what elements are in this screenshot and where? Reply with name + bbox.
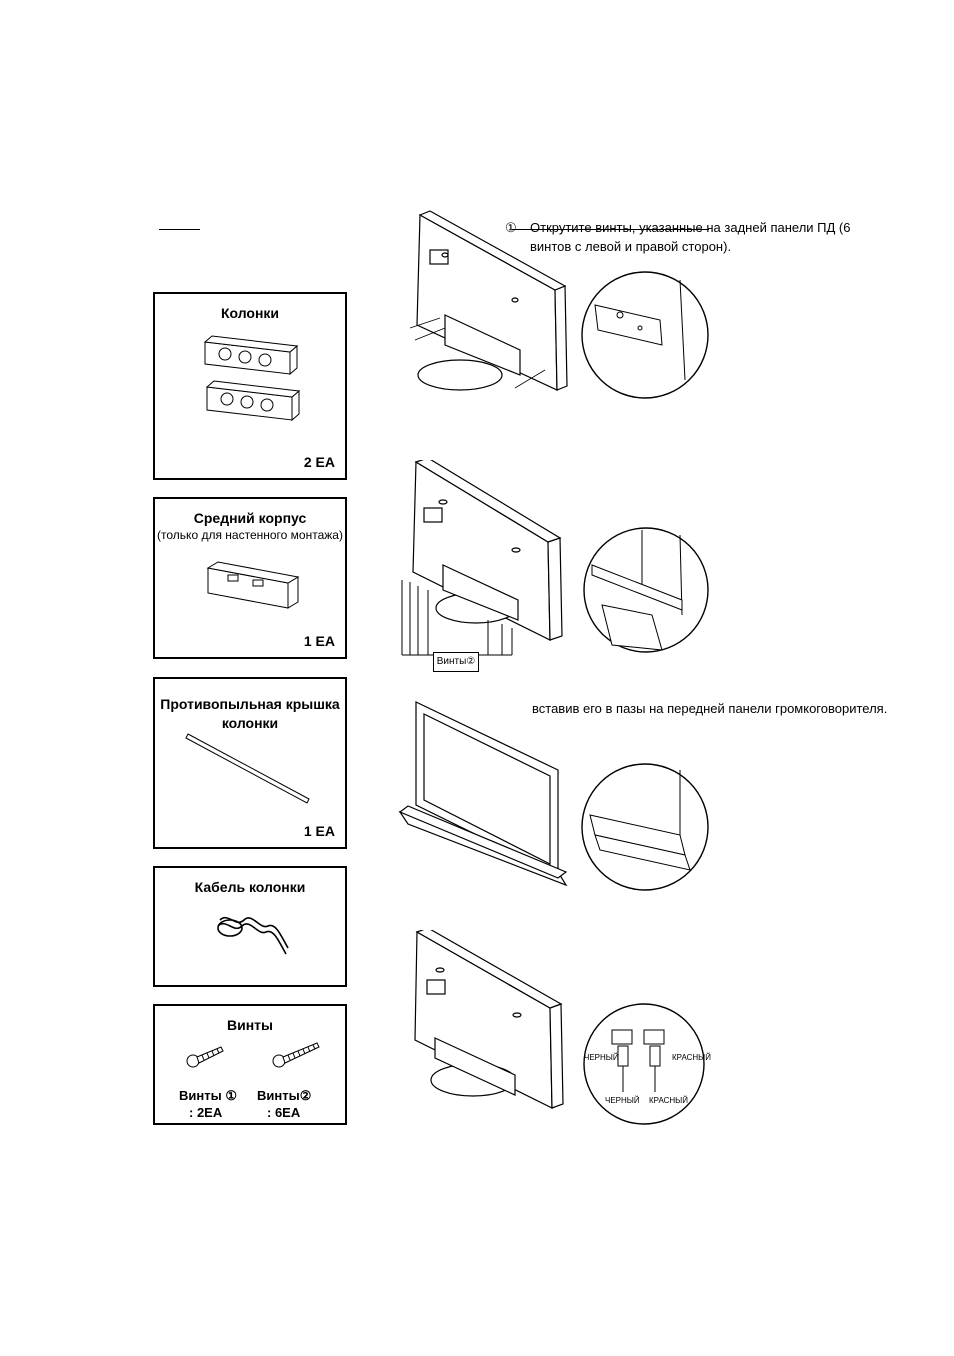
part-title-line2: колонки [221, 715, 279, 731]
screw1-icon [185, 1041, 225, 1071]
part-title: Колонки [220, 305, 280, 321]
part-speaker-cable-box: Кабель колонки [153, 866, 347, 987]
step2-detail-circle [582, 520, 710, 660]
wire-bottom-left: ЧЕРНЫЙ [605, 1096, 640, 1105]
step2-tv-rear-illustration [398, 460, 578, 670]
part-subtitle: (только для настенного монтажа) [157, 528, 343, 542]
part-center-body-box: Средний корпус (только для настенного мо… [153, 497, 347, 659]
part-title: Винты [227, 1017, 273, 1033]
step1-text-line2: винтов с левой и правой сторон). [530, 239, 732, 254]
screw1-label: Винты ① [179, 1088, 237, 1103]
part-quantity: 2 EA [303, 454, 335, 470]
center-body-illustration [203, 553, 303, 613]
part-quantity: 1 EA [303, 633, 335, 649]
step1-detail-circle [580, 270, 710, 400]
wire-label-right: КРАСНЫЙ [672, 1053, 712, 1062]
cable-illustration [210, 908, 295, 963]
speakers-illustration [195, 332, 305, 447]
part-title: Противопыльная крышка [160, 696, 340, 712]
wire-bottom-right: КРАСНЫЙ [649, 1096, 689, 1105]
step3-detail-circle [580, 760, 710, 895]
part-screws-box: Винты Винты ① : 2EA Винты② : 6EA [153, 1004, 347, 1125]
part-dust-cover-box: Противопыльная крышка колонки 1 EA [153, 677, 347, 849]
part-title: Средний корпус [193, 510, 307, 526]
step1-tv-rear-illustration [405, 210, 575, 400]
part-speakers-box: Колонки 2 EA [153, 292, 347, 480]
heading-underline [512, 229, 709, 230]
step4-detail-circle [578, 1002, 710, 1126]
screws-callout-label: Винты② [436, 656, 476, 667]
dust-cover-illustration [183, 729, 313, 809]
part-title: Кабель колонки [194, 879, 306, 895]
screws-callout-box: Винты② [433, 652, 479, 672]
step3-text: вставив его в пазы на передней панели гр… [532, 701, 888, 716]
section-underline [159, 229, 200, 230]
step4-tv-rear-illustration [405, 930, 575, 1120]
step3-tv-front-illustration [398, 700, 573, 890]
screw2-qty: : 6EA [267, 1105, 301, 1120]
wire-label-left: ЧЕРНЫЙ [584, 1053, 619, 1062]
screw1-qty: : 2EA [189, 1105, 223, 1120]
step1-text-line1: Открутите винты, указанные на задней пан… [530, 220, 851, 235]
step1-marker: ① [505, 220, 517, 235]
part-quantity: 1 EA [303, 823, 335, 839]
screw2-icon [271, 1039, 321, 1071]
screw2-label: Винты② [257, 1088, 312, 1103]
